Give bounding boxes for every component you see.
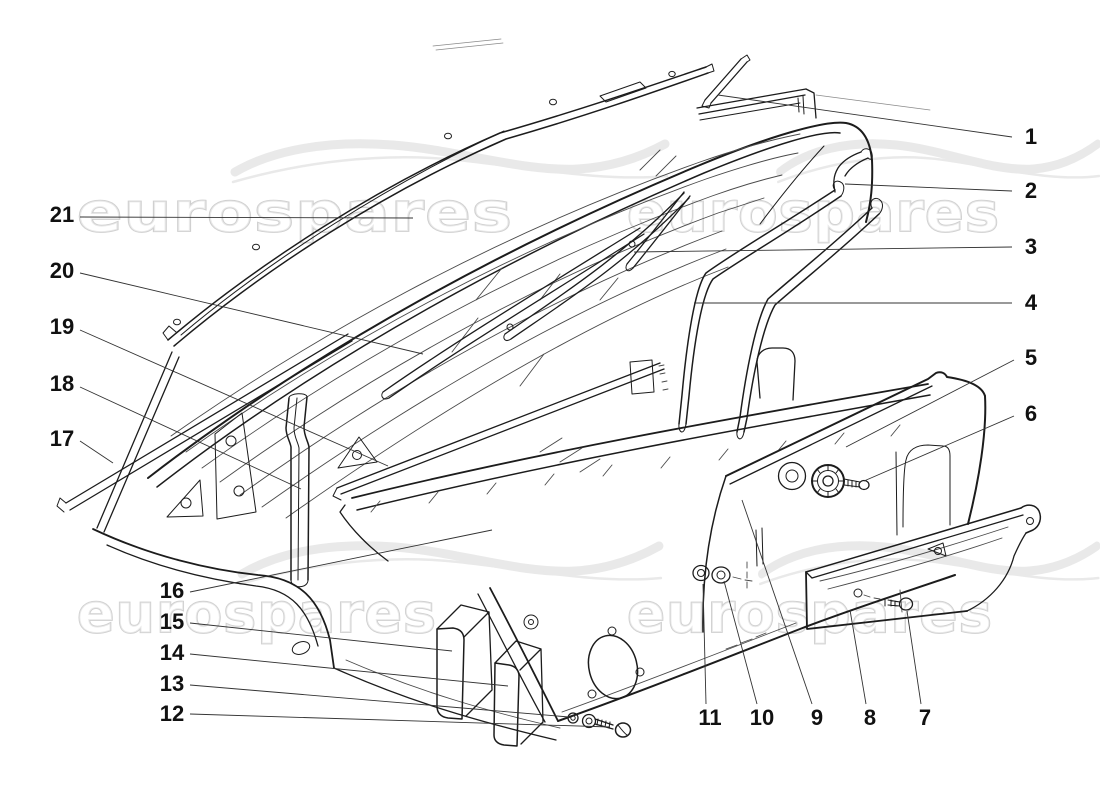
door-front-edge — [96, 351, 180, 533]
leader-line-21 — [79, 216, 414, 219]
door-glass — [170, 133, 801, 519]
part-2-corner-trim — [833, 148, 873, 193]
leader-line-8 — [849, 609, 867, 705]
part-8-storage-tray — [805, 504, 1042, 630]
padding-box-front — [493, 640, 544, 747]
door-shell-top-edge — [696, 88, 931, 121]
part-18-pillar-strip — [285, 393, 310, 588]
leader-line-12 — [189, 713, 611, 728]
part-label-5: 5 — [1025, 345, 1037, 370]
part-4-window-channel — [678, 180, 845, 433]
part-6-adjuster-knob — [811, 464, 870, 498]
part-label-19: 19 — [50, 314, 74, 339]
leader-line-9 — [741, 499, 813, 705]
part-label-15: 15 — [160, 609, 184, 634]
part-11-grommet — [692, 564, 710, 582]
leader-line-20 — [79, 272, 424, 355]
part-label-3: 3 — [1025, 234, 1037, 259]
leader-line-11 — [702, 583, 707, 705]
part-21-roof-rail-strip — [162, 63, 715, 347]
part-label-10: 10 — [750, 705, 774, 730]
door-sill-band — [339, 383, 931, 562]
part-label-14: 14 — [160, 640, 185, 665]
leader-line-6 — [863, 415, 1015, 482]
part-label-12: 12 — [160, 701, 184, 726]
waist-seal-strip — [332, 362, 665, 501]
window-run-strip-front — [381, 227, 645, 400]
leader-line-19 — [79, 329, 389, 467]
part-5-trim-panel — [702, 347, 987, 633]
panel-gussets — [166, 412, 378, 520]
leader-line-10 — [723, 580, 758, 705]
window-run-strip-rear — [503, 192, 690, 341]
leader-line-2 — [844, 183, 1013, 192]
watermark-text: eurospares — [627, 582, 993, 645]
watermark-text: eurospares — [77, 582, 437, 645]
part-label-4: 4 — [1025, 290, 1038, 315]
watermark-text: eurospares — [627, 181, 1000, 244]
inner-door-skin — [477, 574, 956, 723]
leader-line-3 — [633, 246, 1013, 253]
part-7-tray-screw — [884, 597, 914, 611]
part-label-7: 7 — [919, 705, 931, 730]
leader-line-15 — [189, 622, 453, 652]
watermark-text: eurospares — [77, 181, 513, 244]
leader-line-7 — [906, 610, 922, 705]
leader-line-14 — [189, 653, 509, 687]
window-frame — [147, 121, 874, 488]
wheel-arch — [92, 528, 561, 741]
part-3-guide-strip — [625, 191, 691, 272]
part-label-2: 2 — [1025, 178, 1037, 203]
part-label-9: 9 — [811, 705, 823, 730]
part-label-1: 1 — [1025, 124, 1037, 149]
part-label-20: 20 — [50, 258, 74, 283]
padding-box-rear — [436, 604, 493, 720]
leader-line-18 — [79, 386, 302, 490]
part-label-21: 21 — [50, 202, 74, 227]
leader-line-1 — [717, 94, 1013, 138]
part-label-18: 18 — [50, 371, 74, 396]
diagram-line-art — [56, 38, 1042, 747]
part-17-trim-strip — [56, 333, 353, 513]
part-label-11: 11 — [698, 705, 721, 730]
part-label-16: 16 — [160, 578, 184, 603]
part-label-17: 17 — [50, 426, 74, 451]
part-label-6: 6 — [1025, 401, 1037, 426]
leader-line-17 — [79, 440, 114, 464]
part-label-8: 8 — [864, 705, 876, 730]
leader-line-16 — [189, 529, 493, 593]
part-12-bolt — [567, 712, 632, 738]
watermark-layer: eurospares eurospares eurospares eurospa… — [76, 144, 1099, 646]
window-channel-rear — [736, 197, 883, 440]
part-10-grommet — [711, 561, 753, 589]
leader-line-13 — [189, 684, 570, 718]
part-label-13: 13 — [160, 671, 184, 696]
lock-area-details — [629, 359, 669, 395]
leader-line-5 — [845, 359, 1015, 448]
